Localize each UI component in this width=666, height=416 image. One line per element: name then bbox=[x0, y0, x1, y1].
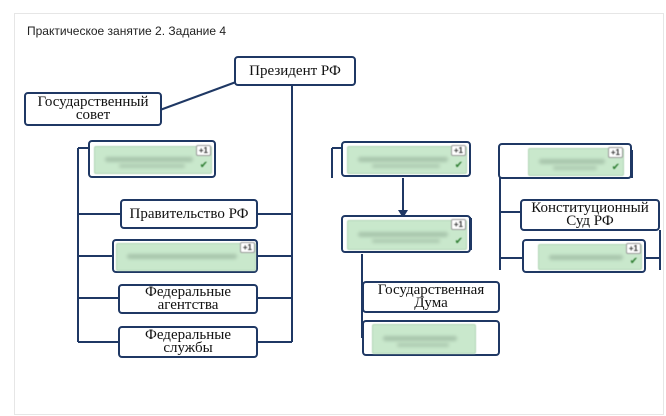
node-state-duma: Государственная Дума bbox=[362, 281, 500, 313]
answer-chip-6[interactable]: +1 ✔ bbox=[528, 147, 624, 176]
check-icon: ✔ bbox=[454, 236, 463, 247]
answer-chip-5[interactable] bbox=[372, 324, 476, 354]
score-badge: +1 bbox=[195, 145, 211, 156]
score-badge: +1 bbox=[450, 219, 466, 230]
answer-slot-5[interactable] bbox=[362, 320, 500, 356]
check-icon: ✔ bbox=[629, 256, 638, 267]
answer-chip-1[interactable]: +1 ✔ bbox=[94, 145, 212, 174]
score-badge: +1 bbox=[625, 243, 641, 254]
answer-chip-3[interactable]: +1 ✔ bbox=[347, 145, 467, 174]
score-badge: +1 bbox=[239, 242, 255, 253]
node-constitutional-court: Конституционный Суд РФ bbox=[520, 199, 660, 231]
answer-slot-2[interactable]: +1 bbox=[112, 239, 258, 273]
node-government: Правительство РФ bbox=[120, 199, 258, 229]
node-government-label: Правительство РФ bbox=[129, 205, 249, 222]
answer-slot-3[interactable]: +1 ✔ bbox=[341, 141, 471, 177]
check-icon: ✔ bbox=[611, 162, 620, 173]
answer-slot-1[interactable]: +1 ✔ bbox=[88, 140, 216, 178]
answer-chip-7[interactable]: +1 ✔ bbox=[538, 243, 642, 270]
answer-chip-4[interactable]: +1 ✔ bbox=[347, 219, 467, 250]
node-state-council: Государственный совет bbox=[24, 92, 162, 126]
answer-slot-6[interactable]: +1 ✔ bbox=[498, 143, 632, 179]
score-badge: +1 bbox=[450, 145, 466, 156]
node-federal-agencies: Федеральные агентства bbox=[118, 284, 258, 314]
node-constitutional-court-label: Конституционный Суд РФ bbox=[531, 200, 649, 229]
node-state-council-label: Государственный совет bbox=[37, 94, 149, 123]
answer-slot-7[interactable]: +1 ✔ bbox=[522, 239, 646, 273]
node-president: Президент РФ bbox=[234, 56, 356, 86]
check-icon: ✔ bbox=[199, 160, 208, 171]
node-president-label: Президент РФ bbox=[249, 62, 341, 79]
node-federal-services: Федеральные службы bbox=[118, 326, 258, 358]
node-federal-services-label: Федеральные службы bbox=[145, 327, 231, 356]
answer-chip-2[interactable]: +1 bbox=[116, 242, 256, 271]
check-icon: ✔ bbox=[454, 160, 463, 171]
node-federal-agencies-label: Федеральные агентства bbox=[145, 284, 231, 313]
score-badge: +1 bbox=[607, 147, 623, 158]
node-state-duma-label: Государственная Дума bbox=[377, 282, 485, 311]
answer-slot-4[interactable]: +1 ✔ bbox=[341, 215, 471, 253]
page-title: Практическое занятие 2. Задание 4 bbox=[27, 24, 227, 38]
